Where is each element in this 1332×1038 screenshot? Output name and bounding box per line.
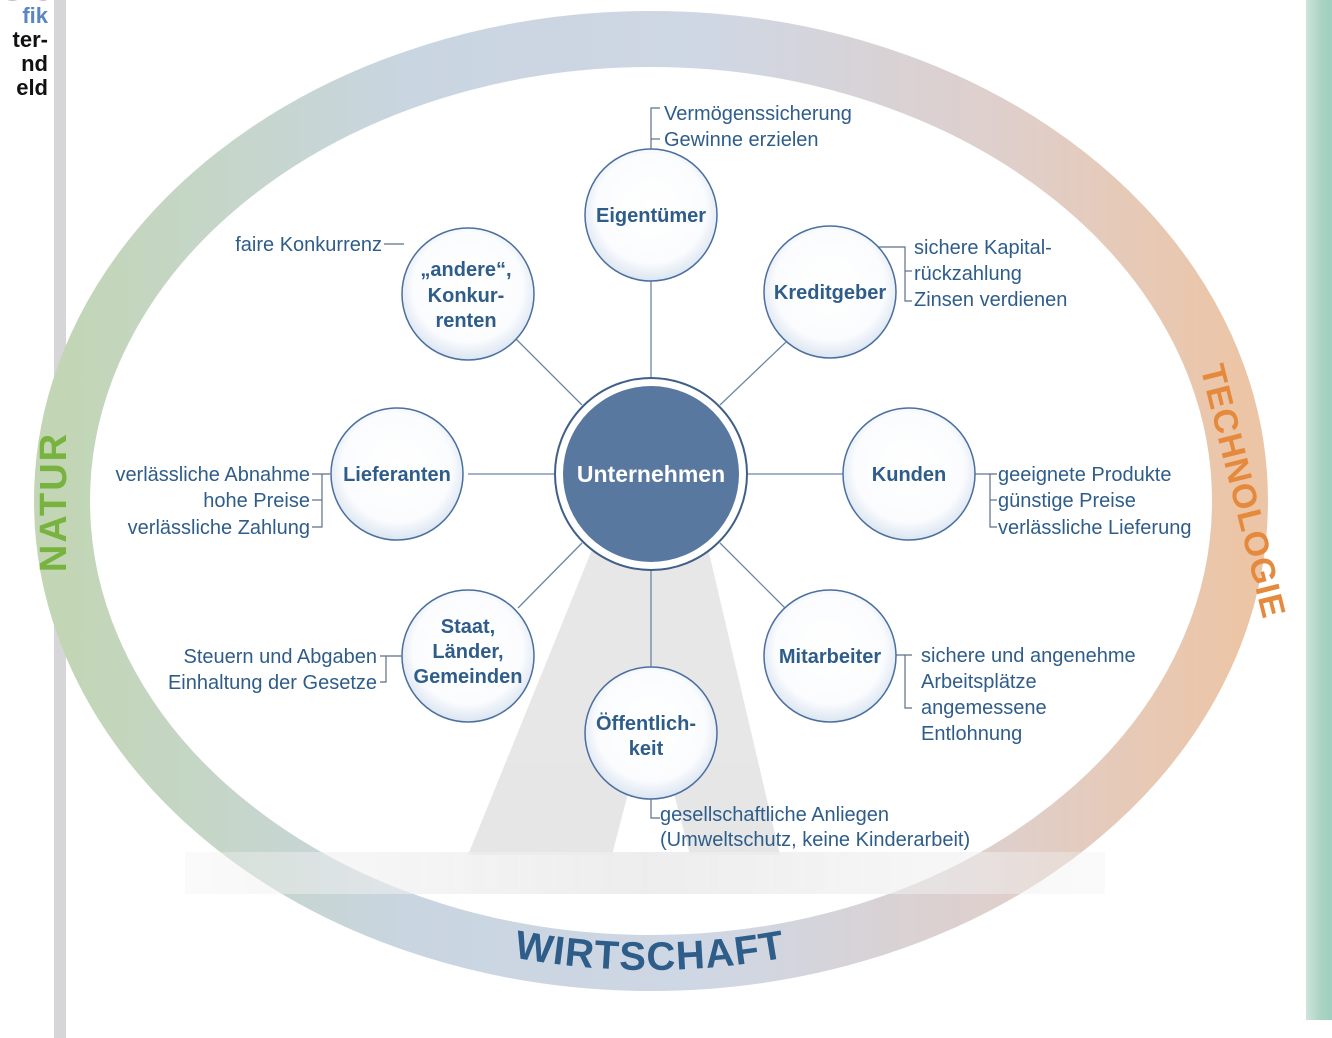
stakeholder-node-kunden: Kunden — [842, 407, 976, 541]
svg-text:Kreditgeber: Kreditgeber — [774, 282, 886, 304]
svg-text:Vermögenssicherung: Vermögenssicherung — [664, 103, 852, 125]
svg-text:Steuern und Abgaben: Steuern und Abgaben — [183, 646, 377, 668]
svg-text:sichere Kapital-: sichere Kapital- — [914, 237, 1052, 259]
svg-text:verlässliche Lieferung: verlässliche Lieferung — [998, 517, 1191, 539]
stakeholder-node-konkurrenten: „andere“,Konkur-renten — [401, 227, 535, 361]
svg-text:Lieferanten: Lieferanten — [343, 464, 451, 486]
notes-kreditgeber: sichere Kapital- rückzahlung Zinsen verd… — [914, 237, 1067, 311]
heading-line-4: eld — [16, 75, 48, 100]
spokes — [468, 280, 846, 668]
svg-text:verlässliche Zahlung: verlässliche Zahlung — [128, 517, 310, 539]
svg-text:Mitarbeiter: Mitarbeiter — [779, 646, 881, 668]
notes-kunden: geeignete Produkte günstige Preise verlä… — [998, 464, 1191, 539]
center-node-unternehmen: Unternehmen — [554, 377, 748, 571]
ring-label-top: GESELLSCHAFT — [0, 0, 173, 9]
section-heading: fik ter- nd eld — [13, 4, 48, 100]
notes-konkurrenten: faire Konkurrenz — [235, 234, 382, 256]
svg-text:Entlohnung: Entlohnung — [921, 723, 1022, 745]
svg-text:Unternehmen: Unternehmen — [577, 461, 725, 487]
stakeholder-node-mitarbeiter: Mitarbeiter — [763, 589, 897, 723]
svg-text:Öffentlich-keit: Öffentlich-keit — [596, 712, 696, 760]
svg-text:sichere und angenehme: sichere und angenehme — [921, 645, 1136, 667]
notes-staat: Steuern und Abgaben Einhaltung der Geset… — [168, 646, 377, 694]
notes-oeffentlichkeit: gesellschaftliche Anliegen (Umweltschutz… — [660, 804, 970, 851]
notes-mitarbeiter: sichere und angenehme Arbeitsplätze ange… — [921, 645, 1136, 745]
notes-lieferanten: verlässliche Abnahme hohe Preise verläss… — [115, 464, 310, 539]
svg-text:gesellschaftliche Anliegen: gesellschaftliche Anliegen — [660, 804, 889, 826]
svg-text:verlässliche Abnahme: verlässliche Abnahme — [115, 464, 310, 486]
svg-text:„andere“,Konkur-renten: „andere“,Konkur-renten — [420, 259, 511, 332]
svg-text:angemessene: angemessene — [921, 697, 1047, 719]
svg-text:faire Konkurrenz: faire Konkurrenz — [235, 234, 382, 256]
svg-text:rückzahlung: rückzahlung — [914, 263, 1022, 285]
right-margin-bar — [1306, 0, 1332, 1020]
svg-text:Arbeitsplätze: Arbeitsplätze — [921, 671, 1037, 693]
stakeholder-node-lieferanten: Lieferanten — [330, 407, 464, 541]
svg-text:günstige Preise: günstige Preise — [998, 490, 1136, 512]
notes-eigentuemer: Vermögenssicherung Gewinne erzielen — [664, 103, 852, 151]
stakeholder-node-oeffentlichkeit: Öffentlich-keit — [584, 666, 718, 800]
svg-text:Staat,Länder,Gemeinden: Staat,Länder,Gemeinden — [414, 616, 523, 688]
svg-text:Kunden: Kunden — [872, 464, 946, 486]
ring-label-bottom: WIRTSCHAFT — [512, 923, 788, 979]
svg-text:hohe Preise: hohe Preise — [203, 490, 310, 512]
heading-line-2: ter- — [12, 27, 48, 52]
context-ring — [34, 11, 1268, 991]
svg-text:Eigentümer: Eigentümer — [596, 205, 706, 227]
ring-label-left: NATUR — [33, 432, 75, 572]
svg-text:(Umweltschutz, keine Kinderarb: (Umweltschutz, keine Kinderarbeit) — [660, 829, 970, 851]
svg-text:Gewinne erzielen: Gewinne erzielen — [664, 129, 819, 151]
heading-line-1: fik — [22, 3, 48, 28]
svg-text:geeignete Produkte: geeignete Produkte — [998, 464, 1171, 486]
stakeholder-node-eigentuemer: Eigentümer — [584, 148, 718, 282]
svg-text:Zinsen verdienen: Zinsen verdienen — [914, 289, 1067, 311]
stakeholder-node-kreditgeber: Kreditgeber — [763, 225, 897, 359]
annotation-brackets — [312, 107, 997, 819]
svg-text:Einhaltung der Gesetze: Einhaltung der Gesetze — [168, 672, 377, 694]
stakeholder-node-staat: Staat,Länder,Gemeinden — [401, 589, 535, 723]
heading-line-3: nd — [21, 51, 48, 76]
